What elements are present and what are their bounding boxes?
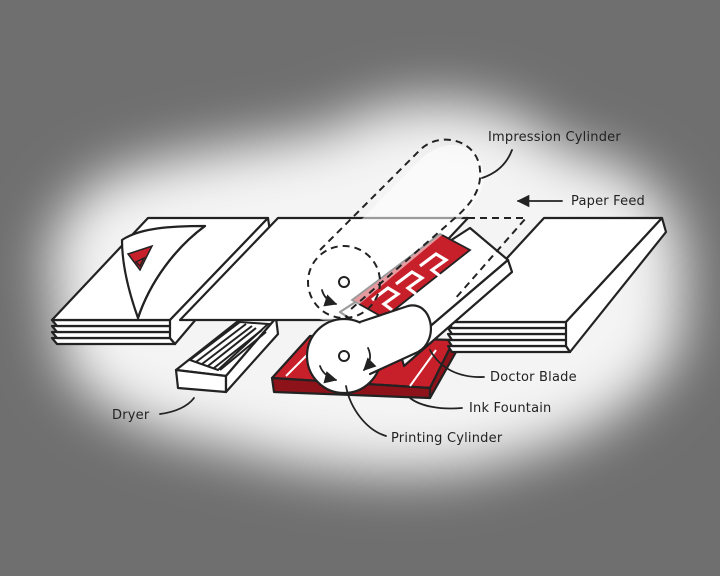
- svg-text:Printing Cylinder: Printing Cylinder: [391, 431, 503, 446]
- impression-cylinder: [300, 138, 529, 321]
- label-printing-cylinder: Printing Cylinder: [345, 385, 503, 446]
- label-impression-cylinder: Impression Cylinder: [481, 130, 621, 179]
- svg-text:Doctor Blade: Doctor Blade: [490, 370, 577, 385]
- svg-text:Ink Fountain: Ink Fountain: [469, 401, 552, 416]
- svg-text:Impression Cylinder: Impression Cylinder: [488, 130, 621, 145]
- dryer: [174, 316, 280, 394]
- input-paper-stack: [446, 216, 668, 354]
- label-paper-feed: Paper Feed: [516, 194, 645, 209]
- label-doctor-blade: Doctor Blade: [429, 349, 577, 385]
- label-dryer: Dryer: [112, 397, 195, 423]
- printing-cylinder: [305, 304, 432, 395]
- svg-text:Paper Feed: Paper Feed: [571, 194, 645, 209]
- svg-text:Dryer: Dryer: [112, 408, 150, 423]
- label-ink-fountain: Ink Fountain: [409, 397, 552, 416]
- output-paper-stack: [50, 216, 272, 346]
